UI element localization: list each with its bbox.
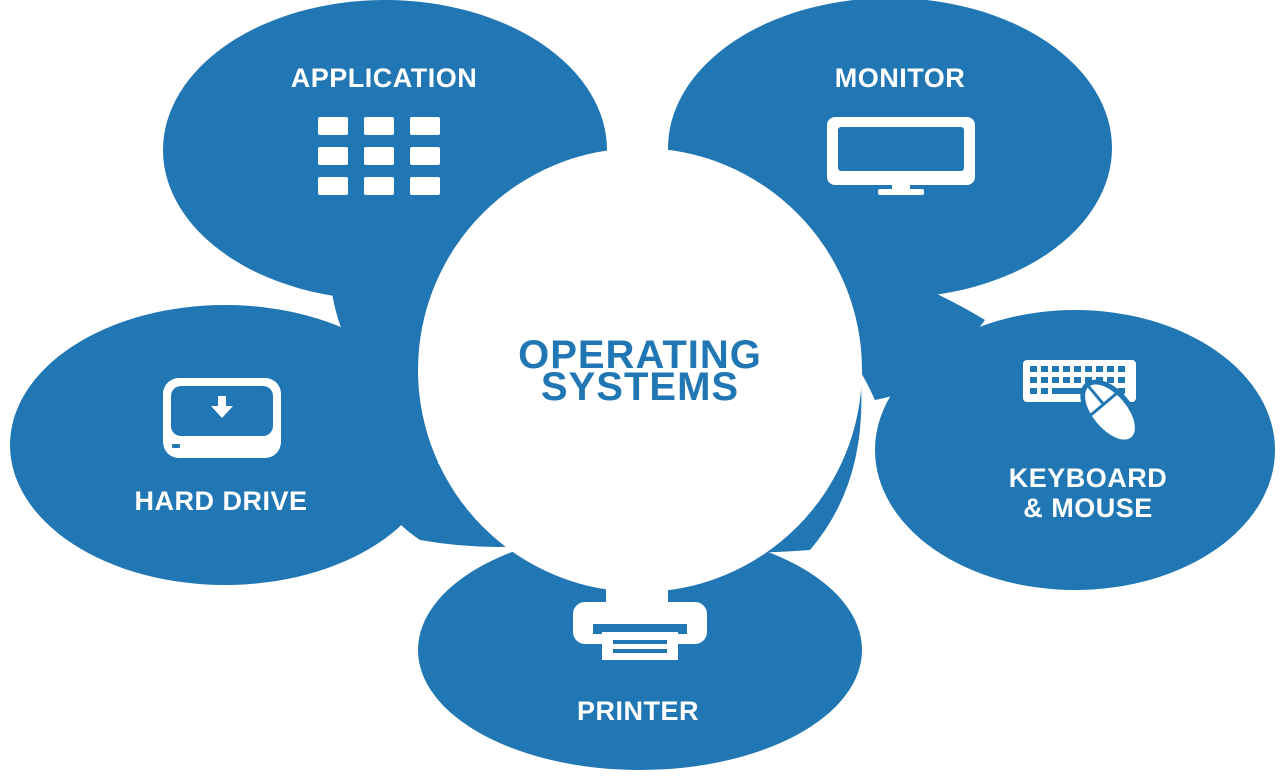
monitor-icon xyxy=(827,117,975,195)
center-circle xyxy=(418,148,862,592)
keyboard-mouse-label-line1: KEYBOARD xyxy=(1009,463,1168,493)
printer-label: PRINTER xyxy=(577,696,699,726)
application-label: APPLICATION xyxy=(291,63,478,93)
center-title-line1: OPERATING xyxy=(518,333,762,377)
keyboard-mouse-label-line2: & MOUSE xyxy=(1023,493,1153,523)
hard-drive-label: HARD DRIVE xyxy=(134,486,307,516)
keyboard-mouse-icon xyxy=(1023,360,1140,445)
monitor-label: MONITOR xyxy=(835,63,966,93)
printer-icon xyxy=(573,584,707,660)
center-title-line2: SYSTEMS xyxy=(541,365,739,409)
center-title: OPERATING SYSTEMS xyxy=(518,333,762,409)
hard-drive-icon xyxy=(163,378,281,458)
app-grid-icon xyxy=(318,117,440,195)
